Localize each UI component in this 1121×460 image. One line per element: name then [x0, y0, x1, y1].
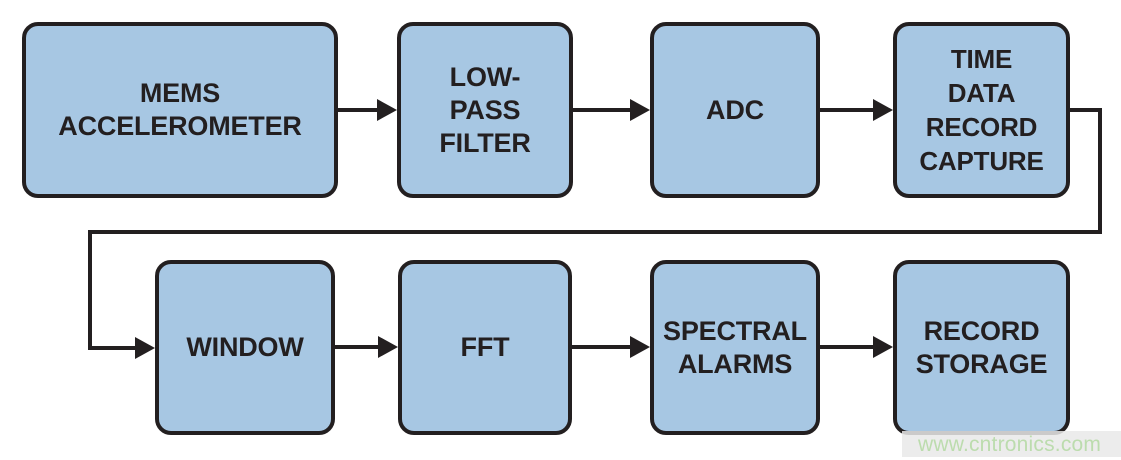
watermark-band	[902, 431, 1121, 457]
arrow-head-icon	[630, 336, 650, 358]
arrow-shaft	[88, 346, 137, 350]
arrow-shaft	[820, 345, 875, 349]
block-spectral-alarms: SPECTRAL ALARMS	[650, 260, 820, 435]
wrap-path-segment-top-right	[1070, 108, 1102, 112]
wrap-path-segment-right-down	[1098, 108, 1102, 234]
arrow-shaft	[335, 345, 380, 349]
arrow-head-icon	[873, 336, 893, 358]
block-low-pass-filter: LOW- PASS FILTER	[397, 22, 573, 198]
arrow-shaft	[573, 108, 632, 112]
wrap-path-segment-middle	[88, 230, 1102, 234]
arrow-head-icon	[135, 337, 155, 359]
arrow-head-icon	[378, 336, 398, 358]
block-fft: FFT	[398, 260, 572, 435]
block-adc: ADC	[650, 22, 820, 198]
arrow-shaft	[572, 345, 632, 349]
arrow-head-icon	[873, 99, 893, 121]
arrow-head-icon	[377, 99, 397, 121]
block-window: WINDOW	[155, 260, 335, 435]
block-record-storage: RECORD STORAGE	[893, 260, 1070, 435]
block-mems-accelerometer: MEMS ACCELEROMETER	[22, 22, 338, 198]
arrow-shaft	[820, 108, 875, 112]
wrap-path-segment-left-down	[88, 230, 92, 348]
watermark-text: www.cntronics.com	[918, 433, 1102, 456]
arrow-shaft	[338, 108, 379, 112]
arrow-head-icon	[630, 99, 650, 121]
block-time-data-record-capture: TIME DATA RECORD CAPTURE	[893, 22, 1070, 198]
